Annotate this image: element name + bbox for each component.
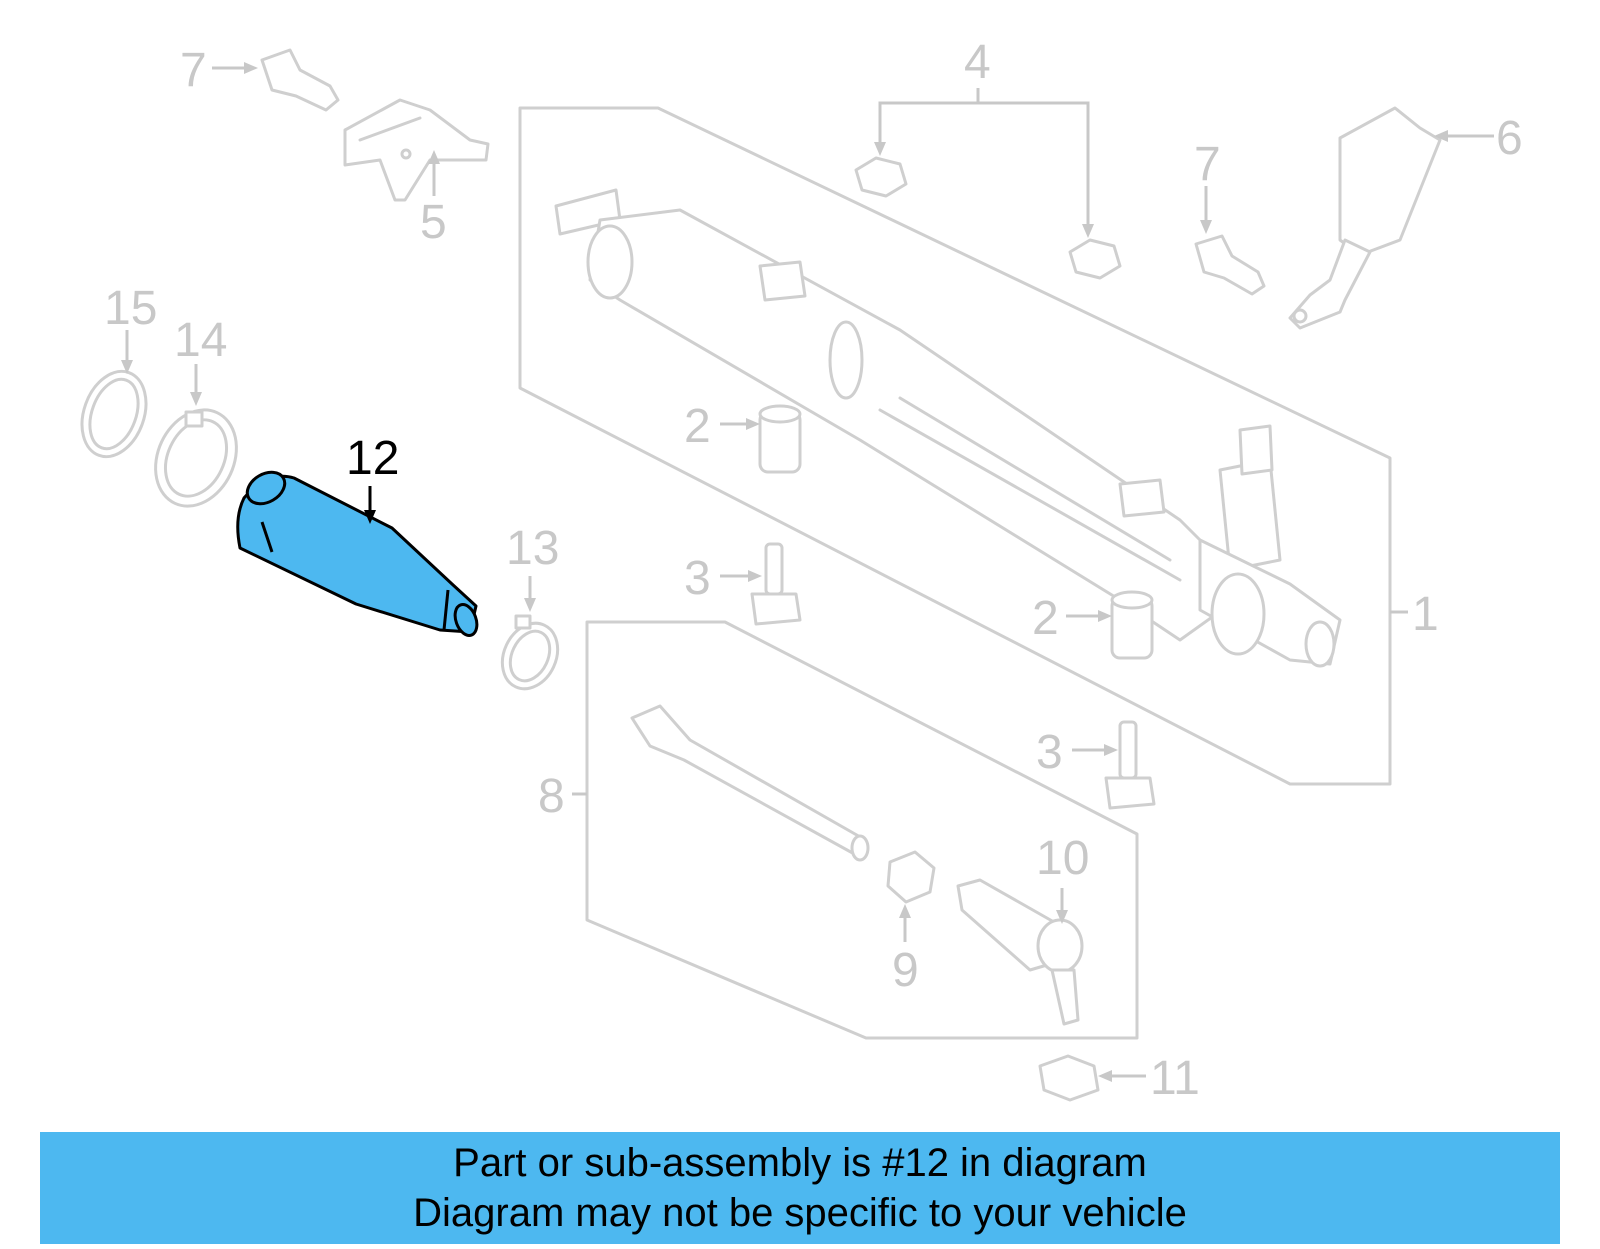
callout-9: 9 xyxy=(892,944,919,997)
banner-line-1: Part or sub-assembly is #12 in diagram xyxy=(453,1141,1147,1185)
inner-tie-rod xyxy=(630,704,870,862)
ring-15 xyxy=(80,369,148,459)
assembly-box-1 xyxy=(518,106,1392,786)
callout-3-upper: 3 xyxy=(684,552,711,605)
bushings-2 xyxy=(758,404,1154,660)
callout-14: 14 xyxy=(174,314,227,367)
callout-8: 8 xyxy=(538,770,565,823)
assembly-box-8 xyxy=(585,620,1139,1040)
callout-2-upper: 2 xyxy=(684,400,711,453)
bolts-3 xyxy=(750,542,1156,810)
clamp-14 xyxy=(154,408,238,508)
callout-10: 10 xyxy=(1036,832,1089,885)
steering-rack xyxy=(554,188,1342,668)
nuts-4 xyxy=(854,156,1122,280)
jam-nut xyxy=(886,850,936,904)
bolts-7 xyxy=(260,48,1266,296)
steering-arm xyxy=(1288,106,1442,330)
callout-3-lower: 3 xyxy=(1036,726,1063,779)
outer-tie-rod-end xyxy=(956,878,1084,1026)
callout-7-right: 7 xyxy=(1194,138,1221,191)
callout-15: 15 xyxy=(104,282,157,335)
callout-6: 6 xyxy=(1496,112,1523,165)
clamp-13 xyxy=(500,614,560,691)
banner-background xyxy=(40,1132,1560,1244)
callout-2-lower: 2 xyxy=(1032,592,1059,645)
callout-13: 13 xyxy=(506,522,559,575)
banner-line-2: Diagram may not be specific to your vehi… xyxy=(413,1191,1187,1235)
callout-7-left: 7 xyxy=(180,44,207,97)
callout-5: 5 xyxy=(420,196,447,249)
castle-nut xyxy=(1038,1054,1100,1102)
mounting-bracket xyxy=(343,98,490,202)
callout-1: 1 xyxy=(1412,588,1439,641)
callout-4: 4 xyxy=(964,36,991,89)
info-banner: Part or sub-assembly is #12 in diagram D… xyxy=(40,1132,1560,1244)
boot-part-12 xyxy=(236,470,479,637)
leader-lines xyxy=(121,62,1494,1082)
callout-11: 11 xyxy=(1150,1052,1200,1105)
callout-12: 12 xyxy=(346,432,399,485)
